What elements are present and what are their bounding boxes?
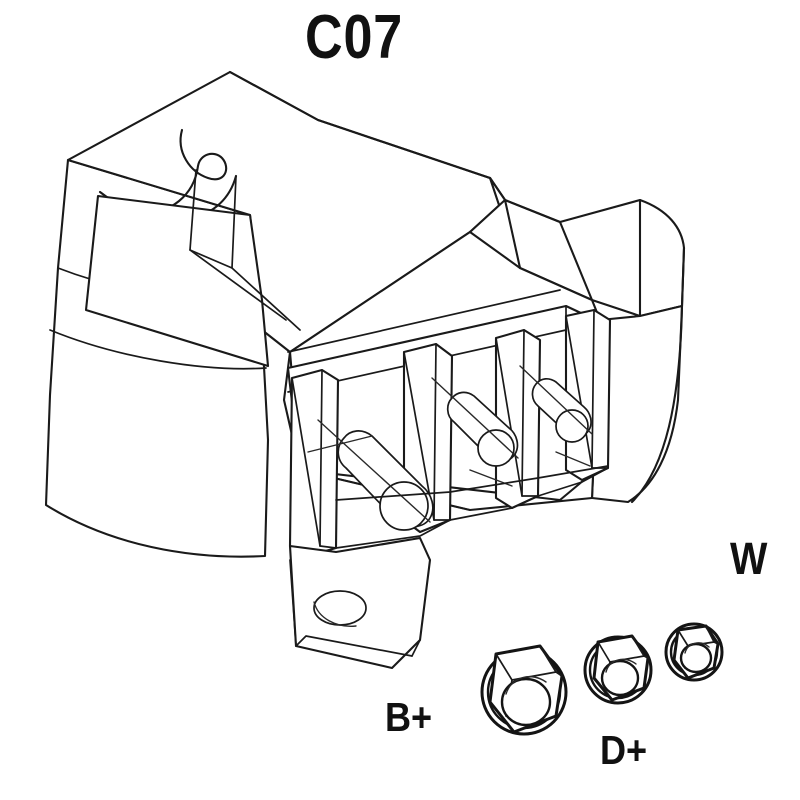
terminal-label-d-plus: D+ [600,727,648,773]
terminal-rib-1 [288,368,340,558]
terminal-stud-w [519,365,593,467]
terminal-label-b-plus: B+ [385,694,433,740]
housing-front-shelf [84,169,301,368]
terminal-stud-d-plus [431,377,519,487]
hex-nut-large [480,644,568,736]
terminal-block-floor [335,465,609,549]
mounting-tab [288,536,432,670]
drawing-title: C07 [305,3,404,72]
hex-nut-medium [583,634,653,705]
terminal-rib-4 [564,308,612,482]
terminal-label-w: W [730,533,768,584]
mounting-hole [313,590,367,626]
hex-nut-small [664,622,724,682]
